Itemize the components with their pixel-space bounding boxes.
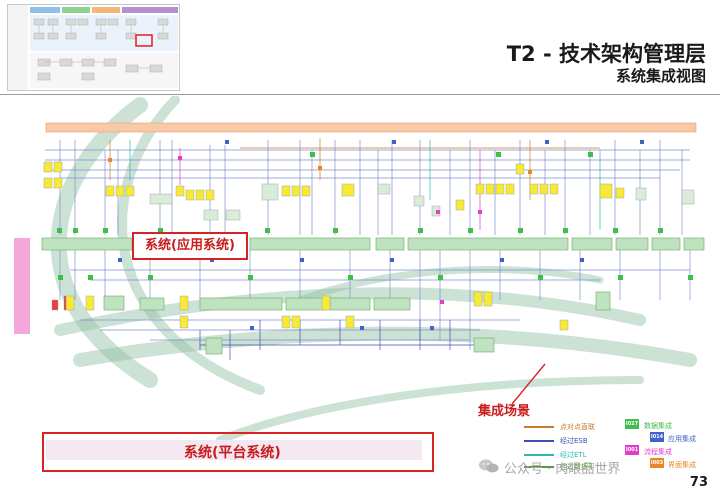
- legend-badge-process-label: 流程集成: [644, 448, 672, 456]
- legend-badge-process: I001: [625, 445, 639, 455]
- system-integration-diagram: [14, 96, 705, 460]
- legend-line-etl-label: 经过ETL: [560, 451, 587, 459]
- legend-badge-app: I014: [650, 432, 664, 442]
- application-system-row: [41, 237, 705, 251]
- platform-band: [46, 440, 422, 460]
- top-layer-bar: [45, 122, 697, 133]
- legend-line-p2p-label: 点对点直联: [560, 423, 595, 431]
- legend-badge-ui-label: 界面集成: [668, 461, 696, 469]
- integration-scene-pointer: [511, 363, 546, 405]
- legend-badge-data: I027: [625, 419, 639, 429]
- upper-component-boxes: [43, 161, 695, 331]
- watermark-text: 公众号 · 肉眼品世界: [504, 462, 621, 477]
- legend-line-p2p: [524, 426, 554, 428]
- legend-badge-ui: I003: [650, 458, 664, 468]
- callout-application-system: 系统(应用系统): [132, 232, 248, 260]
- callout-platform-system: 系统(平台系统): [42, 432, 434, 472]
- legend-line-etl: [524, 454, 554, 456]
- page-number: 73: [689, 475, 708, 490]
- legend-line-esb-label: 经过ESB: [560, 437, 588, 445]
- legend-badge-data-label: 数据集成: [644, 422, 672, 430]
- wechat-icon: [479, 459, 499, 473]
- overview-thumbnail: [7, 4, 180, 91]
- platform-system-row: [103, 291, 611, 355]
- integration-points: [57, 140, 693, 330]
- callout-integration-scene: 集成场景: [478, 404, 531, 419]
- legend-line-dp-label: 经过数据平: [560, 463, 595, 471]
- header-divider: [0, 94, 720, 95]
- background-swoosh: [50, 96, 697, 444]
- callout-platform-system-label: 系统(平台系统): [184, 445, 281, 461]
- page-title: T2 - 技术架构管理层: [506, 42, 706, 66]
- overview-thumbnail-graphic: [8, 5, 178, 90]
- page-subtitle: 系统集成视图: [615, 67, 706, 85]
- left-external-block: [14, 238, 30, 334]
- legend-badge-app-label: 应用集成: [668, 435, 696, 443]
- legend-line-dp: [524, 466, 554, 468]
- legend-line-esb: [524, 440, 554, 442]
